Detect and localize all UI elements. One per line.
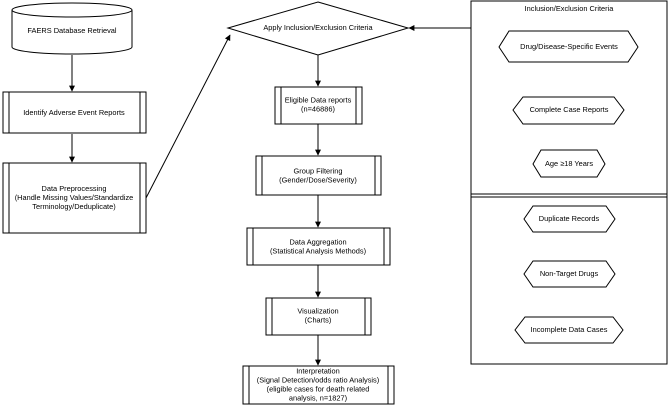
label-line: Drug/Disease-Specific Events	[520, 42, 618, 51]
node-group-filtering: Group Filtering(Gender/Dose/Severity)	[255, 155, 382, 196]
exc-duplicate-label: Duplicate Records	[539, 214, 600, 223]
inclusion-drug-disease: Drug/Disease-Specific Events	[498, 30, 639, 63]
label-line: Data Aggregation	[289, 237, 346, 246]
label-line: (Charts)	[305, 315, 332, 324]
label-line: Group Filtering	[294, 166, 343, 175]
label-line: Identify Adverse Event Reports	[23, 108, 125, 117]
exc-non-target-label: Non-Target Drugs	[540, 269, 599, 278]
label-line: (eligible cases for death related	[267, 384, 370, 393]
hexagon-shape	[532, 149, 606, 178]
label-line: Apply Inclusion/Exclusion Criteria	[263, 23, 373, 32]
inc-complete-case-label: Complete Case Reports	[530, 105, 609, 114]
label-line: (Handle Missing Values/Standardize	[15, 193, 134, 202]
label-line: Data Preprocessing	[42, 184, 107, 193]
node-visualization: Visualization(Charts)	[265, 297, 372, 336]
label-line: (Statistical Analysis Methods)	[270, 246, 366, 255]
inclusion-age: Age ≥18 Years	[532, 149, 606, 178]
label-line: Eligible Data reports	[285, 95, 352, 104]
hexagon-shape	[498, 30, 639, 63]
criteria-panel-title: Inclusion/Exclusion Criteria	[525, 4, 615, 13]
inc-drug-disease-label: Drug/Disease-Specific Events	[520, 42, 618, 51]
inc-age-label: Age ≥18 Years	[545, 159, 593, 168]
label-line: Visualization	[297, 306, 338, 315]
decision-diamond	[226, 1, 410, 56]
label-line: Duplicate Records	[539, 214, 600, 223]
inclusion-complete-case: Complete Case Reports	[512, 96, 625, 125]
label-line: (Gender/Dose/Severity)	[279, 175, 357, 184]
label-line: Age ≥18 Years	[545, 159, 593, 168]
label-line: Non-Target Drugs	[540, 269, 599, 278]
label-line: Complete Case Reports	[530, 105, 609, 114]
label-line: (n=46886)	[301, 104, 335, 113]
database-cylinder-rim	[11, 9, 133, 18]
exclusion-incomplete: Incomplete Data Cases	[514, 316, 624, 344]
label-line: FAERS Database Retrieval	[27, 26, 116, 35]
edges	[69, 25, 471, 366]
process-box-interpretation	[242, 365, 395, 405]
hexagon-shape	[523, 205, 616, 233]
node-criteria-decision: Apply Inclusion/Exclusion Criteria	[226, 1, 410, 56]
label-line: Terminology/Deduplicate)	[32, 202, 115, 211]
preprocessing-label: Data Preprocessing(Handle Missing Values…	[15, 184, 134, 211]
process-box-identify	[2, 91, 147, 134]
interpretation-label: Interpretation(Signal Detection/odds rat…	[257, 366, 379, 402]
hexagon-shape	[523, 260, 616, 288]
label-line: Incomplete Data Cases	[531, 325, 608, 334]
node-faers-retrieval: FAERS Database Retrieval	[11, 2, 133, 55]
node-identify-reports: Identify Adverse Event Reports	[2, 91, 147, 134]
label-line: analysis, n=1827)	[289, 393, 347, 402]
node-eligible-reports: Eligible Data reports(n=46886)	[274, 86, 363, 125]
eligible-reports-label: Eligible Data reports(n=46886)	[285, 95, 352, 113]
label-line: Interpretation	[296, 366, 340, 375]
label-line: (Signal Detection/odds ratio Analysis)	[257, 375, 379, 384]
group-filtering-label: Group Filtering(Gender/Dose/Severity)	[279, 166, 357, 184]
faers-retrieval-label: FAERS Database Retrieval	[27, 26, 116, 35]
hexagon-shape	[514, 316, 624, 344]
hexagon-shape	[512, 96, 625, 125]
process-box-preprocessing	[2, 162, 147, 234]
edge-preprocessing-to-criteria	[145, 34, 231, 199]
identify-reports-label: Identify Adverse Event Reports	[23, 108, 125, 117]
exclusion-duplicate: Duplicate Records	[523, 205, 616, 233]
process-box-visualization	[265, 297, 372, 336]
node-interpretation: Interpretation(Signal Detection/odds rat…	[242, 365, 395, 405]
process-box-eligible	[274, 86, 363, 125]
node-preprocessing: Data Preprocessing(Handle Missing Values…	[2, 162, 147, 234]
criteria-decision-label: Apply Inclusion/Exclusion Criteria	[263, 23, 373, 32]
visualization-label: Visualization(Charts)	[297, 306, 338, 324]
exc-incomplete-label: Incomplete Data Cases	[531, 325, 608, 334]
node-aggregation: Data Aggregation(Statistical Analysis Me…	[246, 227, 391, 266]
exclusion-non-target: Non-Target Drugs	[523, 260, 616, 288]
aggregation-label: Data Aggregation(Statistical Analysis Me…	[270, 237, 366, 255]
label-line: Inclusion/Exclusion Criteria	[525, 4, 615, 13]
process-box-aggregation	[246, 227, 391, 266]
process-box-filtering	[255, 155, 382, 196]
